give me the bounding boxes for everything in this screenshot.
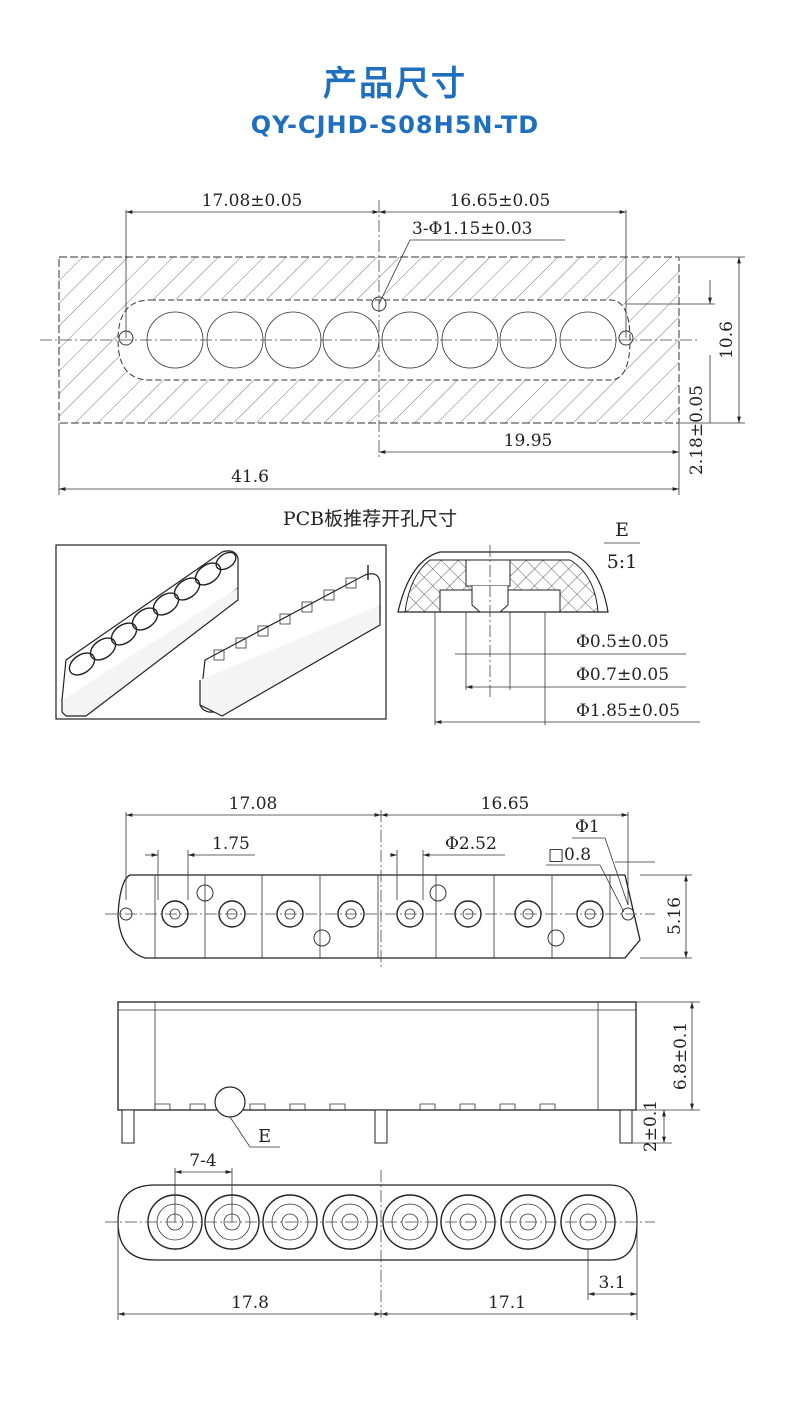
side-view: E 6.8±0.1 2±0.1 bbox=[117, 1001, 700, 1152]
pcb-cutout-view: 17.08±0.05 16.65±0.05 3-Φ1.15±0.03 10.6 … bbox=[40, 191, 745, 530]
product-3d-illustration bbox=[55, 544, 387, 720]
bottom-dim-contacts: 7-4 bbox=[189, 1151, 216, 1171]
side-detail-ref: E bbox=[258, 1126, 271, 1147]
top-dim-small-hole: Φ1 bbox=[575, 817, 600, 837]
detail-dim-1: Φ0.5±0.05 bbox=[576, 632, 669, 652]
top-dim-right: 16.65 bbox=[481, 794, 530, 814]
side-dim-height: 6.8±0.1 bbox=[671, 1022, 691, 1090]
detail-dim-3: Φ1.85±0.05 bbox=[576, 701, 680, 721]
bottom-dim-left: 17.8 bbox=[231, 1293, 269, 1313]
side-dim-pin: 2±0.1 bbox=[641, 1100, 661, 1152]
connector-pins bbox=[213, 565, 369, 661]
top-dim-square: □0.8 bbox=[548, 845, 591, 865]
pcb-dim-total: 41.6 bbox=[231, 467, 269, 487]
bottom-view: 7-4 3.1 17.8 17.1 bbox=[105, 1151, 655, 1320]
detail-dim-2: Φ0.7±0.05 bbox=[576, 665, 669, 685]
detail-scale: 5:1 bbox=[607, 551, 638, 573]
top-dim-pitch: 1.75 bbox=[212, 834, 250, 854]
top-dim-width: 5.16 bbox=[665, 897, 685, 935]
bottom-dim-edge: 3.1 bbox=[598, 1273, 625, 1293]
page-title: 产品尺寸 bbox=[323, 64, 467, 104]
pcb-dim-right: 16.65±0.05 bbox=[450, 191, 551, 211]
top-dim-left: 17.08 bbox=[229, 794, 278, 814]
pcb-dim-half: 19.95 bbox=[504, 431, 553, 451]
pcb-dim-offset: 2.18±0.05 bbox=[687, 385, 707, 475]
top-dim-diameter: Φ2.52 bbox=[445, 834, 497, 854]
pcb-caption: PCB板推荐开孔尺寸 bbox=[283, 508, 457, 530]
detail-label: E bbox=[615, 519, 629, 541]
connector-sockets bbox=[68, 551, 237, 676]
pcb-dim-height: 10.6 bbox=[717, 321, 737, 359]
detail-e-view: E 5:1 Φ0.5±0.05 Φ0.7±0.05 Φ1.85±0.05 bbox=[397, 519, 700, 725]
pcb-dim-left: 17.08±0.05 bbox=[202, 191, 303, 211]
pcb-dim-holes: 3-Φ1.15±0.03 bbox=[412, 219, 532, 239]
top-view: 17.08 16.65 1.75 Φ2.52 Φ1 □0.8 5.16 bbox=[105, 794, 692, 970]
bottom-dim-right: 17.1 bbox=[488, 1293, 526, 1313]
model-number: QY-CJHD-S08H5N-TD bbox=[250, 111, 540, 139]
